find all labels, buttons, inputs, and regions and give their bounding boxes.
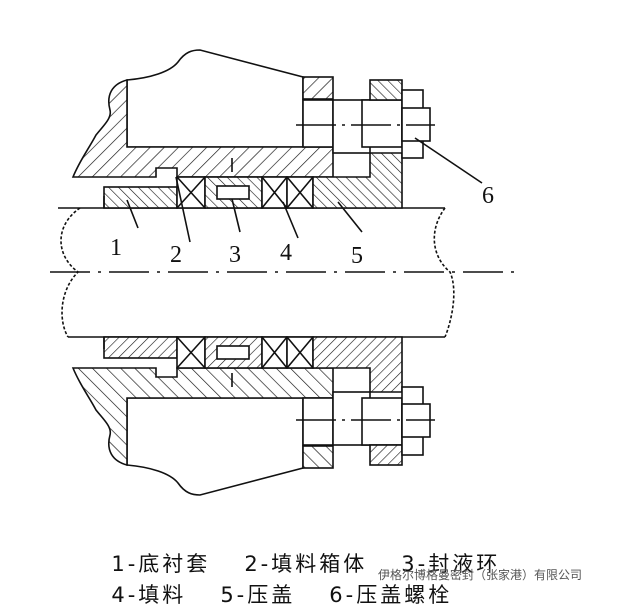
legend-item: 6-压盖螺栓 [329, 583, 453, 607]
shaft [50, 207, 520, 338]
legend-item: 5-压盖 [220, 583, 296, 607]
seal-upper-half [72, 49, 436, 209]
label-1: 1 [110, 235, 122, 261]
label-2: 2 [170, 242, 182, 268]
label-6: 6 [482, 183, 494, 209]
label-3: 3 [229, 242, 241, 268]
legend-item: 2-填料箱体 [244, 552, 368, 576]
seal-lower-half [72, 336, 436, 496]
label-4: 4 [280, 240, 292, 266]
legend-row-1: 1-底衬套 2-填料箱体 3-封液环 [92, 524, 534, 578]
legend-row-2: 4-填料 5-压盖 6-压盖螺栓 [92, 555, 486, 609]
legend-item: 1-底衬套 [111, 552, 211, 576]
label-5: 5 [351, 243, 363, 269]
legend-item: 4-填料 [111, 583, 187, 607]
watermark: 伊格尔博格曼密封（张家港）有限公司 [378, 568, 583, 582]
legend-item: 3-封液环 [401, 552, 501, 576]
